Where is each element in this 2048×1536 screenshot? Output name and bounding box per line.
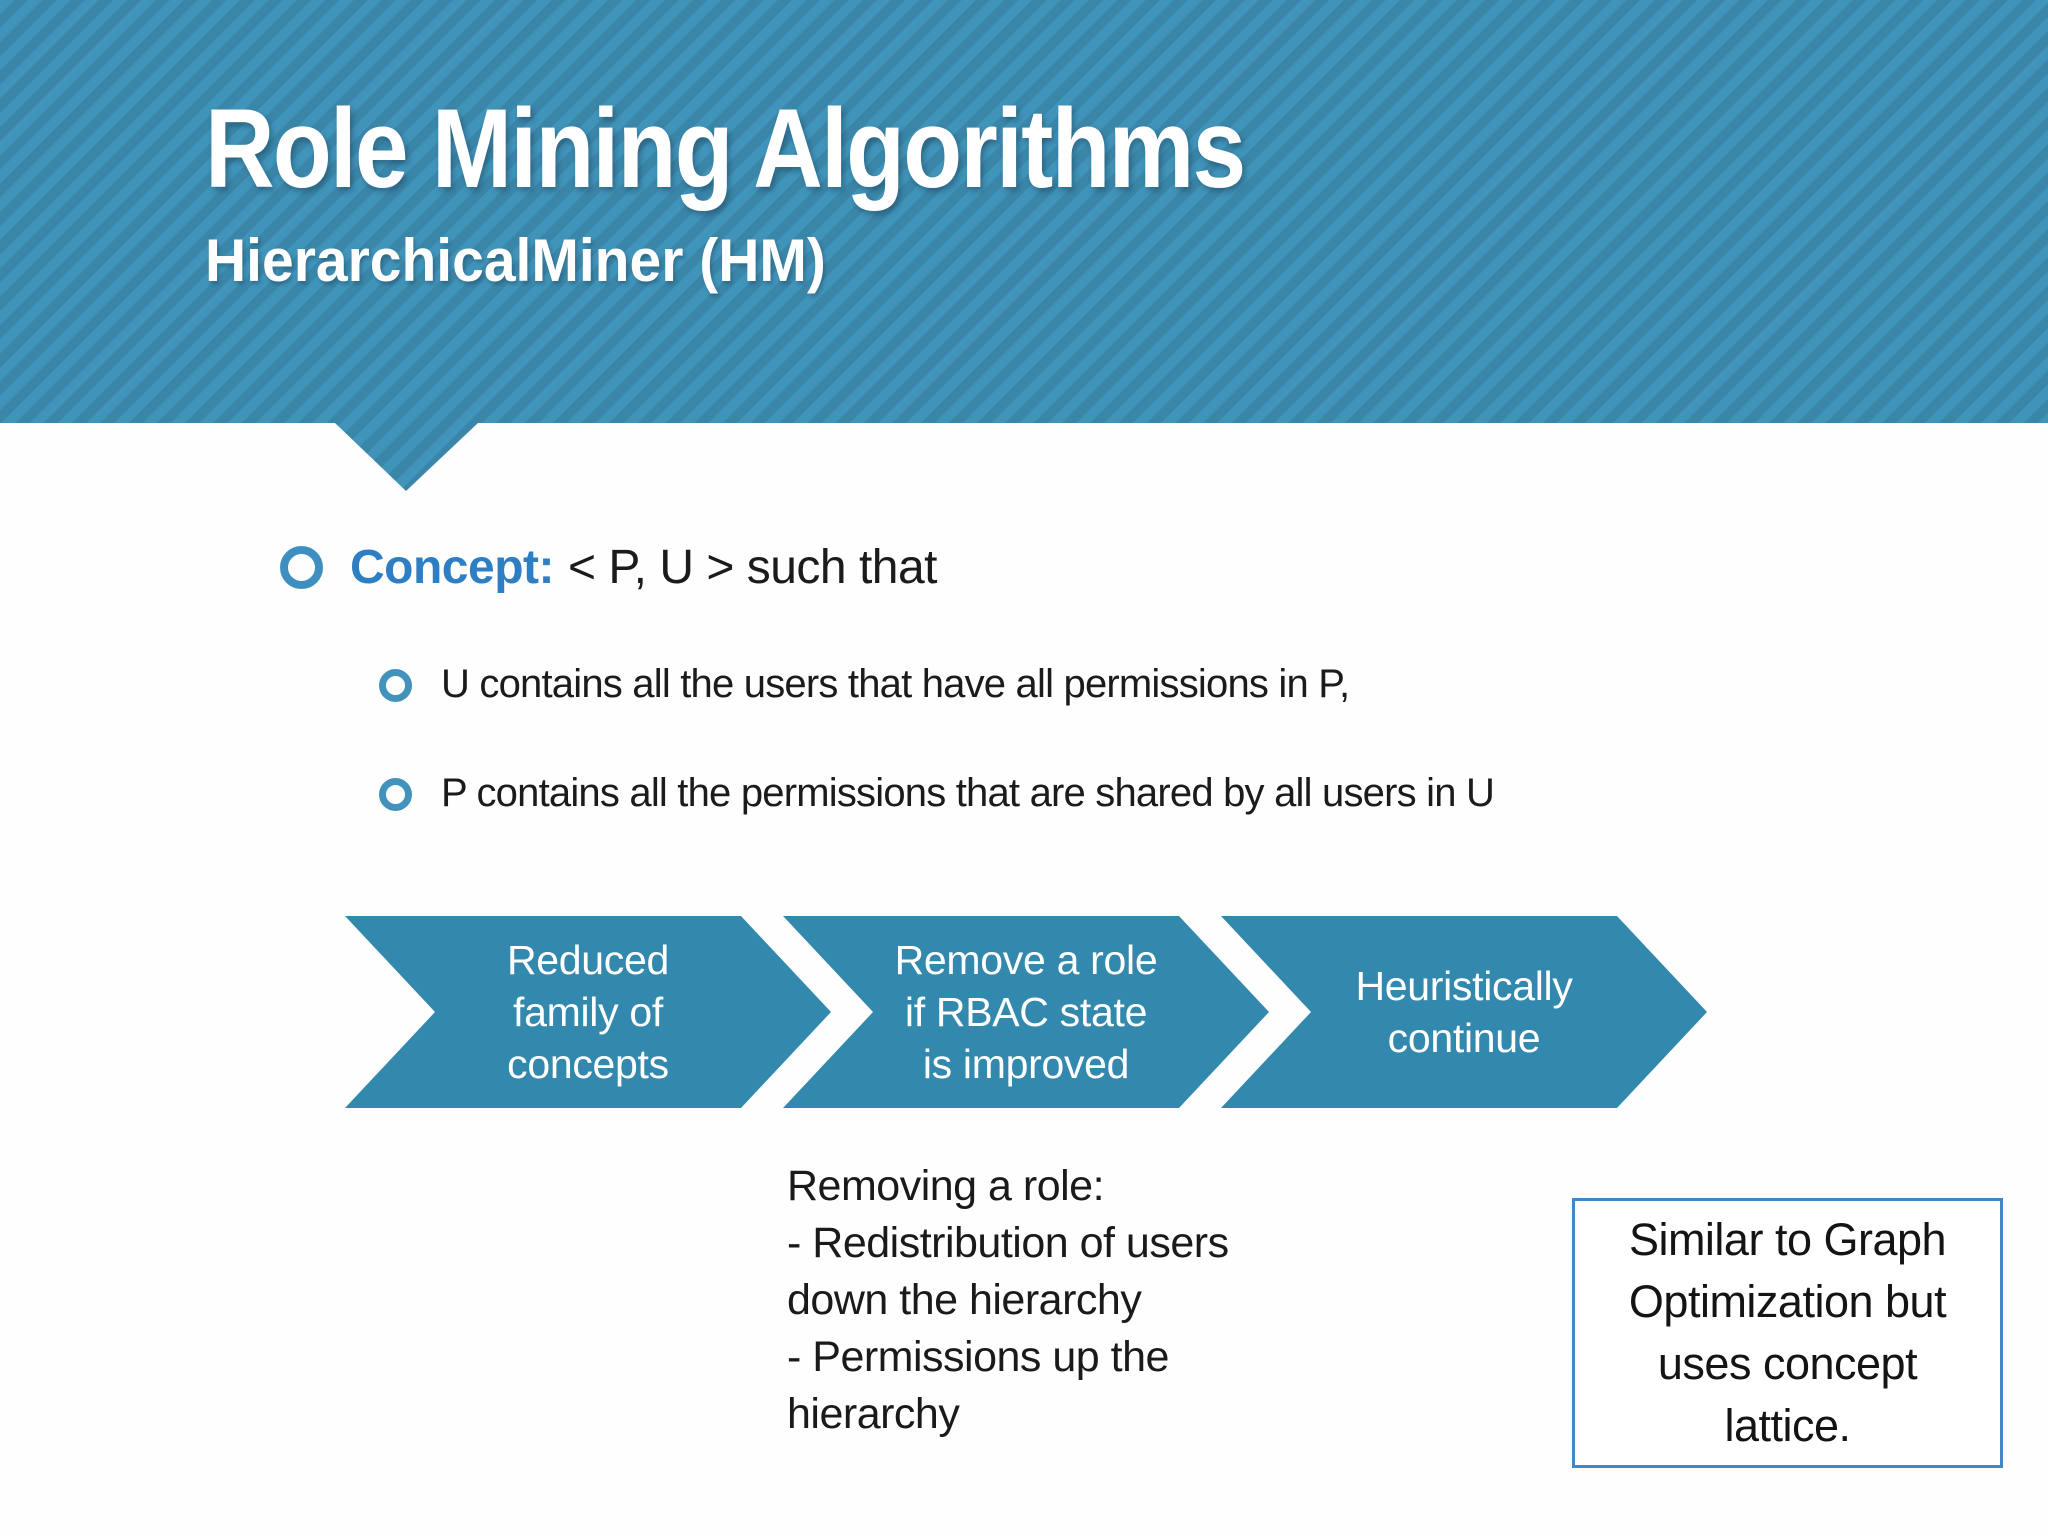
bullet-concept: Concept:< P, U > such that (350, 540, 938, 595)
callout-line: lattice. (1724, 1400, 1851, 1451)
page-title: Role Mining Algorithms (205, 86, 1246, 211)
title-banner (0, 0, 2048, 491)
bullet-sub-users: U contains all the users that have all p… (441, 662, 1350, 706)
circle-bullet-icon (379, 669, 412, 702)
note-line: - Permissions up the (787, 1333, 1169, 1381)
page-subtitle: HierarchicalMiner (HM) (205, 227, 826, 294)
callout-line: Optimization but (1628, 1276, 1947, 1327)
circle-bullet-icon (280, 546, 323, 589)
graph-optimization-callout: Similar to Graph Optimization but uses c… (1572, 1198, 2003, 1468)
note-line: - Redistribution of users (787, 1219, 1229, 1267)
bullet-concept-rest: < P, U > such that (567, 541, 938, 594)
process-step-heuristically-continue: Heuristically continue (1221, 916, 1707, 1108)
callout-line: Similar to Graph (1628, 1214, 1947, 1265)
note-line: hierarchy (787, 1390, 960, 1438)
circle-bullet-icon (379, 778, 412, 811)
bullet-sub-permissions: P contains all the permissions that are … (441, 771, 1495, 815)
process-step-remove-role: Remove a role if RBAC state is improved (783, 916, 1269, 1108)
note-line: Removing a role: (787, 1162, 1105, 1210)
callout-line: uses concept (1657, 1338, 1918, 1389)
process-step-reduced-family: Reduced family of concepts (345, 916, 831, 1108)
bullet-concept-lead: Concept: (350, 541, 554, 594)
removing-role-note: Removing a role: - Redistribution of use… (787, 1158, 1229, 1443)
note-line: down the hierarchy (787, 1276, 1142, 1324)
